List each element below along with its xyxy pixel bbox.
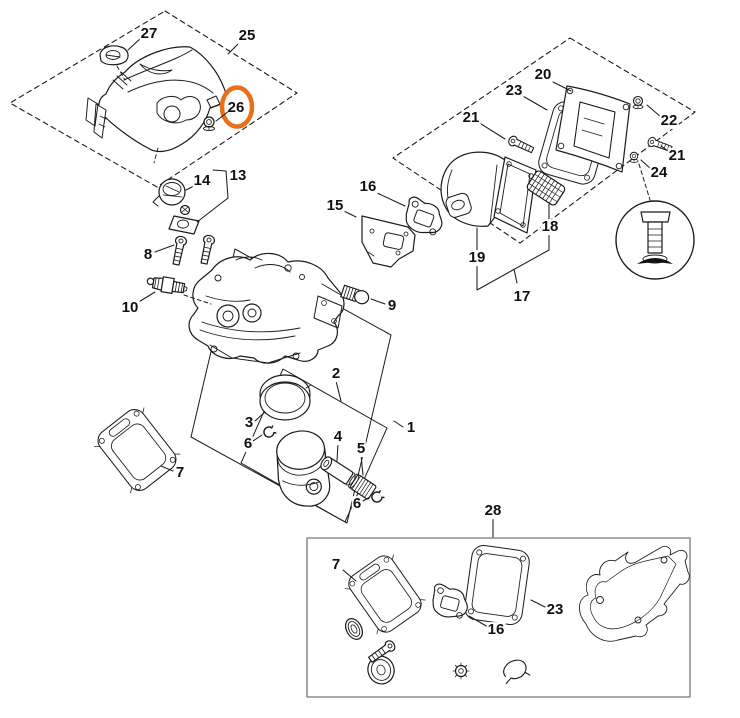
callout-2[interactable]: 2 — [330, 365, 342, 383]
callout-5[interactable]: 5 — [355, 440, 367, 458]
part-crankcase-gasket-drawing — [579, 545, 690, 642]
part-26-nut-drawing — [202, 116, 216, 132]
callout-17[interactable]: 17 — [512, 288, 532, 306]
part-13-plate-drawing — [168, 204, 200, 235]
part-8-screw-right — [198, 233, 216, 266]
part-cylinder-drawing — [188, 252, 345, 364]
callout-16-muffler[interactable]: 16 — [358, 178, 378, 196]
part-8-screw-left — [170, 234, 188, 267]
callout-6-upper[interactable]: 6 — [242, 435, 254, 453]
muffler-assembly-dashed-box — [392, 37, 696, 244]
callout-7-left[interactable]: 7 — [174, 464, 186, 482]
part-22-nut-drawing — [632, 95, 644, 110]
callout-8[interactable]: 8 — [142, 246, 154, 264]
callout-23-box[interactable]: 23 — [545, 601, 565, 619]
callout-25[interactable]: 25 — [237, 27, 257, 45]
callout-28[interactable]: 28 — [483, 502, 503, 520]
part-14-knob-drawing — [152, 178, 186, 207]
callout-24[interactable]: 24 — [649, 164, 669, 182]
callout-16-box[interactable]: 16 — [486, 621, 506, 639]
part-10-spark-plug-drawing — [146, 276, 188, 294]
piston-kit-boundary — [240, 368, 388, 523]
part-star-washer — [452, 662, 470, 680]
highlight-circle-26 — [219, 85, 255, 129]
callout-1[interactable]: 1 — [405, 419, 417, 437]
part-27-cap-drawing — [99, 45, 129, 81]
part-3-piston-rings-drawing — [259, 374, 312, 421]
part-16-gasket-in-box — [427, 582, 473, 623]
gasket-set-box — [306, 537, 691, 698]
callout-6-lower[interactable]: 6 — [351, 495, 363, 513]
part-4-wrist-pin-drawing — [320, 456, 356, 486]
callout-15[interactable]: 15 — [325, 197, 345, 215]
part-clamp — [503, 659, 531, 685]
shroud-assembly-dashed-box — [9, 10, 298, 188]
callout-9[interactable]: 9 — [386, 297, 398, 315]
part-2-piston-drawing — [276, 430, 331, 507]
callout-19[interactable]: 19 — [467, 249, 487, 267]
callout-13[interactable]: 13 — [228, 167, 248, 185]
part-24-nut-drawing — [629, 151, 639, 163]
part-21-screw-left — [506, 134, 536, 156]
part-5-needle-bearing-drawing — [348, 473, 377, 500]
callout-14[interactable]: 14 — [192, 172, 212, 190]
part-23-gasket-in-box — [462, 543, 532, 627]
callout-22[interactable]: 22 — [659, 112, 679, 130]
callout-4[interactable]: 4 — [332, 428, 344, 446]
callout-7-box[interactable]: 7 — [330, 556, 342, 574]
part-oil-seal-small — [345, 618, 363, 640]
callout-27[interactable]: 27 — [139, 25, 159, 43]
part-20-muffler-rear-drawing — [555, 85, 631, 173]
callout-10[interactable]: 10 — [120, 299, 140, 317]
part-15-cooling-plate-drawing — [361, 215, 416, 268]
part-25-shroud-drawing — [85, 46, 227, 164]
part-9-plug-drawing — [340, 284, 370, 305]
callout-21-right[interactable]: 21 — [667, 147, 687, 165]
callout-23-muffler[interactable]: 23 — [504, 82, 524, 100]
bolt-detail-inset — [615, 200, 695, 280]
part-6-circlip-upper — [261, 424, 278, 440]
callout-3[interactable]: 3 — [243, 414, 255, 432]
callout-21-left[interactable]: 21 — [461, 109, 481, 127]
callout-26-highlighted[interactable]: 26 — [227, 99, 245, 117]
part-7-gasket-left — [89, 401, 185, 499]
callout-18[interactable]: 18 — [540, 218, 560, 236]
part-19-muffler-front-drawing — [440, 151, 537, 234]
dashed-leader-lines — [183, 163, 651, 305]
callout-20[interactable]: 20 — [533, 66, 553, 84]
part-18-spark-arrester-drawing — [526, 170, 566, 206]
